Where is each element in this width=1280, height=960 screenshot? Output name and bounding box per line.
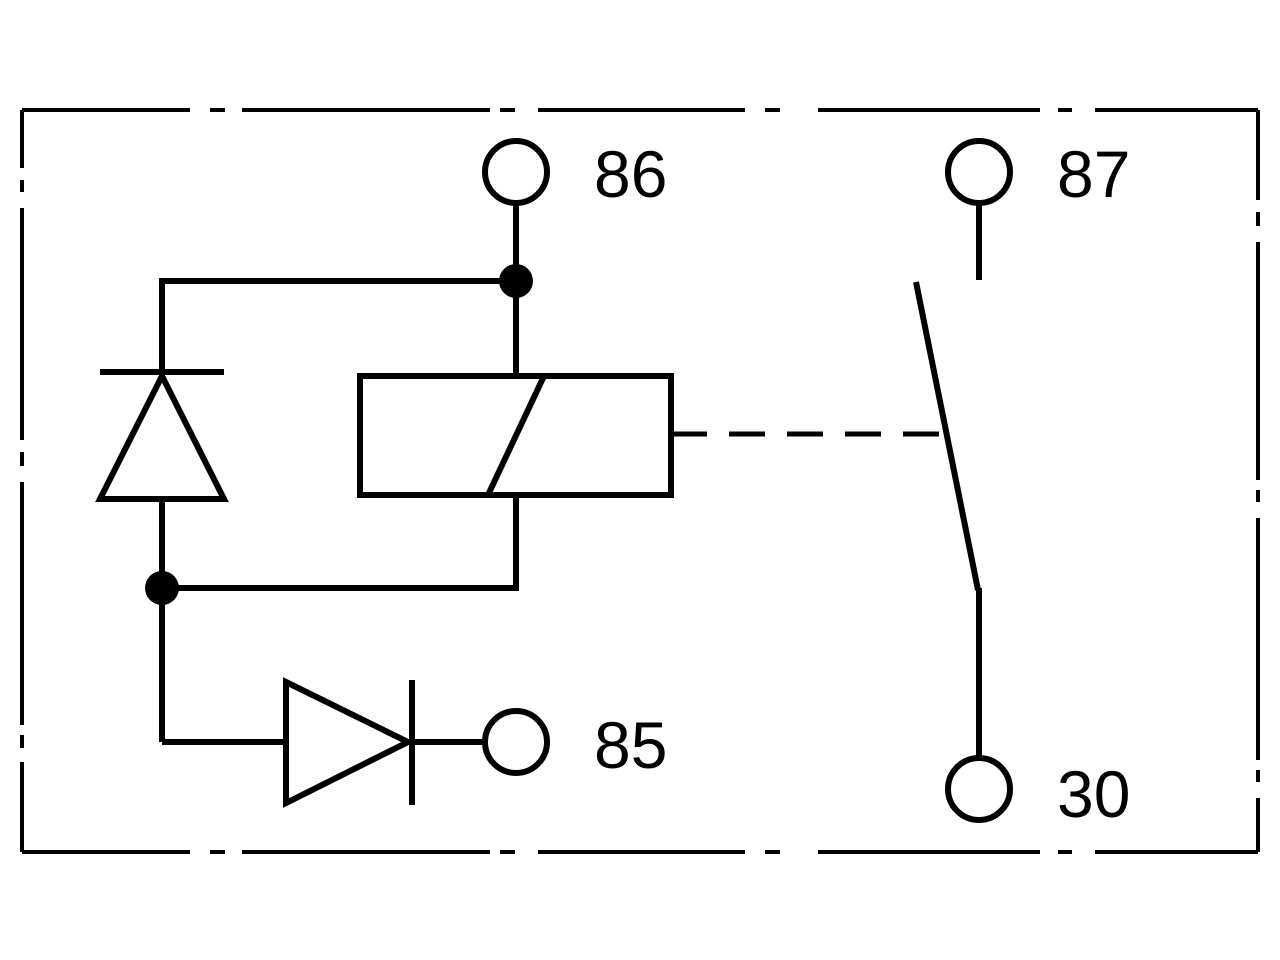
wire-top-to-diode: [159, 278, 516, 372]
label-30: 30: [1057, 757, 1130, 831]
terminal-86: [482, 138, 550, 206]
label-85: 85: [594, 708, 667, 782]
label-87: 87: [1057, 137, 1130, 211]
junction-dot-top: [499, 264, 533, 298]
label-86: 86: [594, 137, 667, 211]
wire-coil-bottom: [162, 495, 519, 591]
switch-contact: [913, 203, 982, 758]
junction-dot-bottom: [145, 571, 179, 605]
terminal-85: [482, 708, 550, 776]
relay-coil: [357, 373, 674, 498]
enclosure-border: [20, 108, 1260, 854]
series-diode: [162, 677, 484, 808]
terminal-87: [945, 138, 1013, 206]
freewheel-diode: [95, 369, 229, 742]
terminal-30: [945, 755, 1013, 823]
